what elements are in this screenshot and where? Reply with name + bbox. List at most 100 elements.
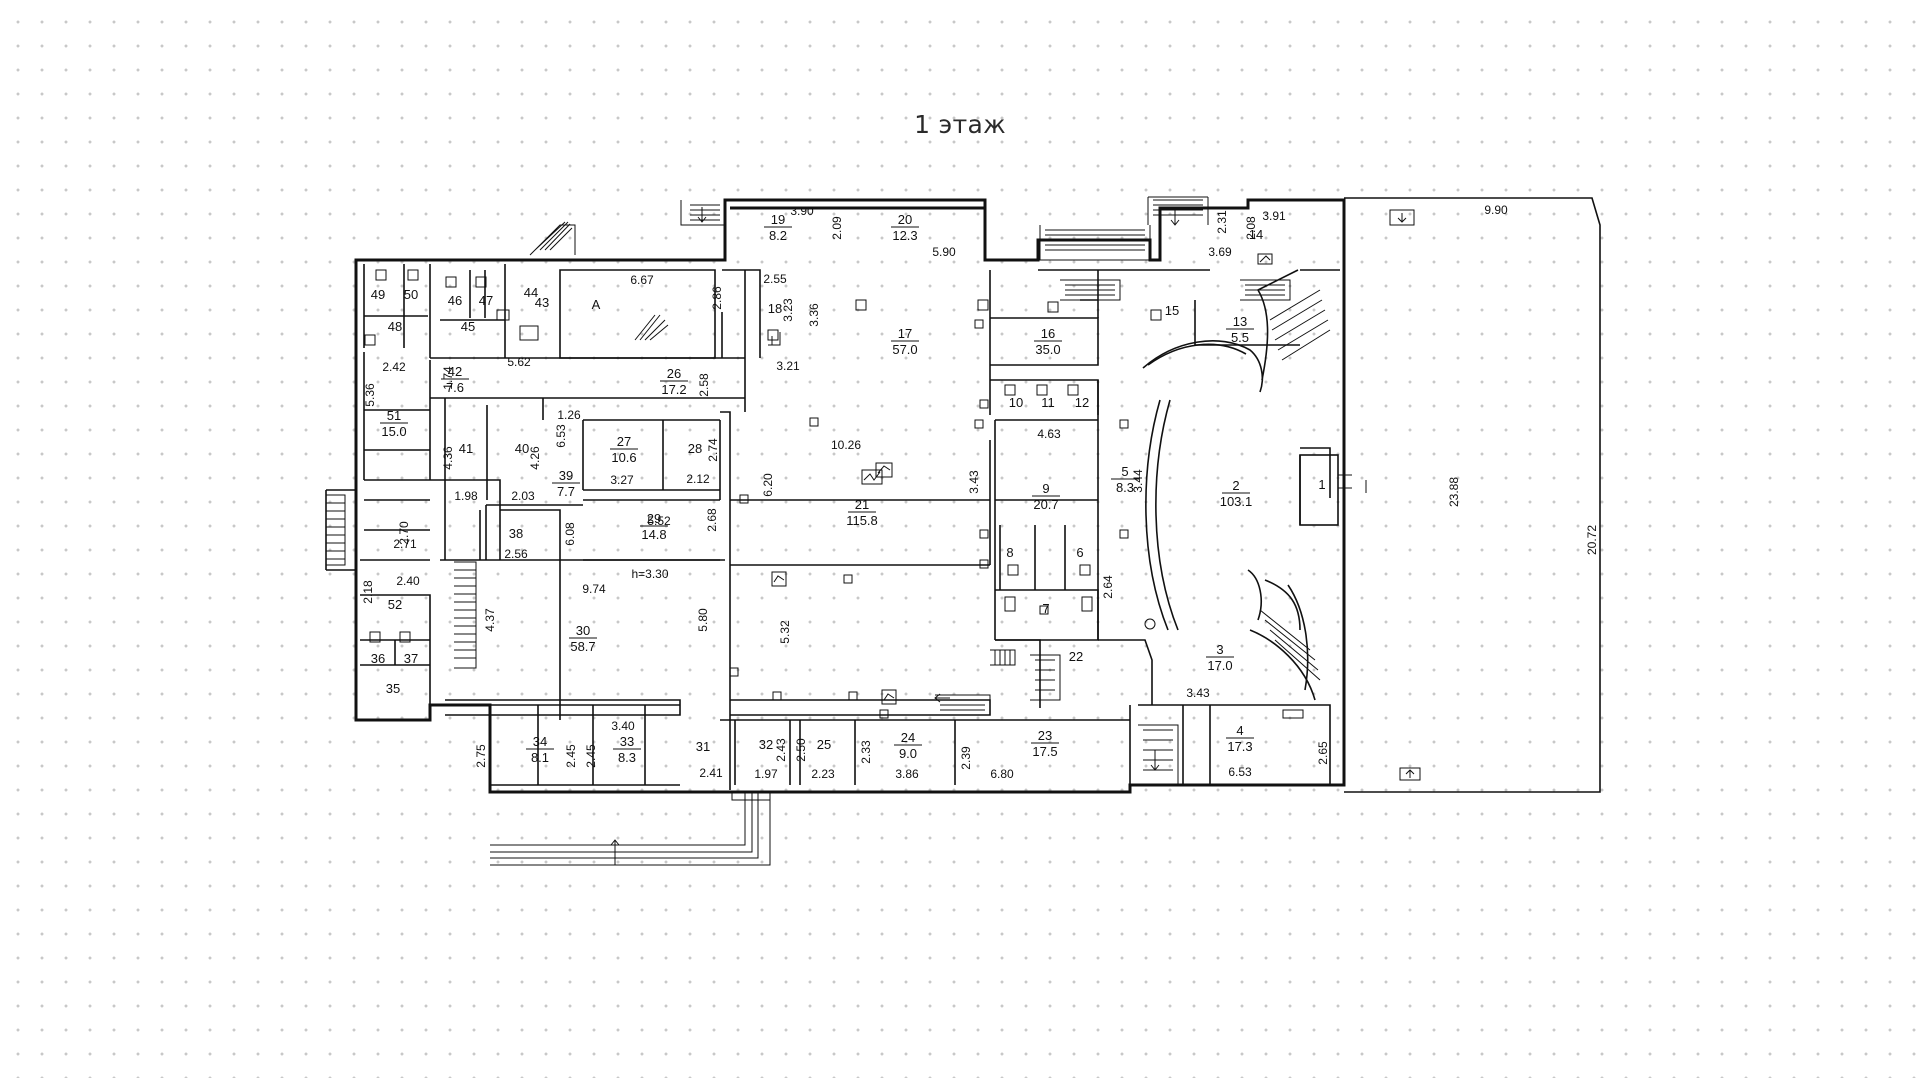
room-area: 5.5 — [1231, 330, 1249, 345]
dimension-label: 6.20 — [761, 473, 775, 497]
dimension-label: 2.71 — [393, 537, 417, 551]
dimension-label: 2.12 — [686, 472, 710, 486]
dimension-label: 2.50 — [794, 738, 808, 762]
room-area: 15.0 — [381, 424, 406, 439]
dimension-label: 2.45 — [564, 744, 578, 768]
room-number: 3 — [1216, 642, 1223, 657]
dimension-label: 2.09 — [830, 216, 844, 240]
dimension-label: 5.80 — [696, 608, 710, 632]
dimension-label: 4.26 — [528, 446, 542, 470]
room-number: 15 — [1165, 303, 1179, 318]
dimension-label: 2.45 — [584, 744, 598, 768]
room-area: 14.8 — [641, 527, 666, 542]
dimension-label: h=3.30 — [631, 567, 668, 581]
room-number: 34 — [533, 734, 547, 749]
dimension-label: 6.53 — [1228, 765, 1252, 779]
room-number: 2 — [1232, 478, 1239, 493]
room-number: 38 — [509, 526, 523, 541]
room-number: 21 — [855, 497, 869, 512]
dimension-label: 4.37 — [483, 608, 497, 632]
dimension-label: 9.74 — [582, 582, 606, 596]
room-number: 40 — [515, 441, 529, 456]
dimension-label: 1.98 — [454, 489, 478, 503]
dimension-label: 6.53 — [554, 424, 568, 448]
dimension-label: 4.36 — [441, 446, 455, 470]
dimension-label: 2.65 — [1316, 741, 1330, 765]
room-number: 30 — [576, 623, 590, 638]
room-number: 9 — [1042, 481, 1049, 496]
room-number: 10 — [1009, 395, 1023, 410]
room-number: 45 — [461, 319, 475, 334]
dimension-label: 6.08 — [563, 522, 577, 546]
dimension-label: 2.43 — [774, 738, 788, 762]
fixtures — [364, 253, 1304, 719]
room-number: 50 — [404, 287, 418, 302]
dimension-label: 2.42 — [382, 360, 406, 374]
dimension-label: 2.08 — [1244, 216, 1258, 240]
dimension-label: 2.18 — [361, 580, 375, 604]
room-number: 11 — [1041, 395, 1055, 410]
room-number: 19 — [771, 212, 785, 227]
room-area: 17.2 — [661, 382, 686, 397]
dimension-label: 23.88 — [1447, 477, 1461, 507]
dimension-label: 3.40 — [611, 719, 635, 733]
room-number: 37 — [404, 651, 418, 666]
room-number: 35 — [386, 681, 400, 696]
dimension-label: 2.56 — [504, 547, 528, 561]
dimension-label: 3.86 — [895, 767, 919, 781]
room-number: 5 — [1121, 464, 1128, 479]
room-number: 44 — [524, 285, 538, 300]
room-number: 12 — [1075, 395, 1089, 410]
dimension-label: 2.03 — [511, 489, 535, 503]
dimension-label: 6.67 — [630, 273, 654, 287]
room-number: 6 — [1076, 545, 1083, 560]
dimension-label: 3.21 — [776, 359, 800, 373]
room-area: 17.5 — [1032, 744, 1057, 759]
room-number: 52 — [388, 597, 402, 612]
dimension-label: 3.27 — [610, 473, 634, 487]
room-area: 57.0 — [892, 342, 917, 357]
dimension-label: 4.63 — [1037, 427, 1061, 441]
dimension-label: 5.90 — [932, 245, 956, 259]
stairs — [326, 196, 1421, 866]
dimension-label: 3.43 — [1186, 686, 1210, 700]
room-number: 49 — [371, 287, 385, 302]
room-number: 7 — [1042, 601, 1049, 616]
page-title: 1 этаж — [914, 110, 1006, 139]
dimension-label: 2.68 — [705, 508, 719, 532]
room-number: 39 — [559, 468, 573, 483]
dimension-label: 2.58 — [697, 373, 711, 397]
dimension-label: 2.41 — [699, 766, 723, 780]
dimension-label: 2.55 — [763, 272, 787, 286]
dimension-label: 9.90 — [1484, 203, 1508, 217]
room-number: 42 — [448, 364, 462, 379]
room-number: 24 — [901, 730, 915, 745]
room-area: 35.0 — [1035, 342, 1060, 357]
room-area: 20.7 — [1033, 497, 1058, 512]
dimension-label: 3.44 — [1131, 469, 1145, 493]
dimension-label: 1.74 — [441, 366, 455, 390]
dimension-label: 5.36 — [363, 383, 377, 407]
room-number: 1 — [1318, 477, 1325, 492]
room-number: 36 — [371, 651, 385, 666]
room-area: 17.0 — [1207, 658, 1232, 673]
room-number: 41 — [459, 441, 473, 456]
room-number: 25 — [817, 737, 831, 752]
dimension-label: 1.97 — [754, 767, 778, 781]
room-number: 51 — [387, 408, 401, 423]
room-number: А — [592, 297, 601, 312]
dimension-label: 5.52 — [647, 514, 671, 528]
dimension-label: 2.64 — [1101, 575, 1115, 599]
dimension-label: 2.40 — [396, 574, 420, 588]
rotunda-walls — [1142, 269, 1367, 701]
room-number: 28 — [688, 441, 702, 456]
dimension-label: 2.75 — [474, 744, 488, 768]
room-number: 29 — [647, 511, 661, 526]
room-number: 16 — [1041, 326, 1055, 341]
room-area: 8.2 — [769, 228, 787, 243]
dimension-label: 1.26 — [557, 408, 581, 422]
room-area: 7.7 — [557, 484, 575, 499]
